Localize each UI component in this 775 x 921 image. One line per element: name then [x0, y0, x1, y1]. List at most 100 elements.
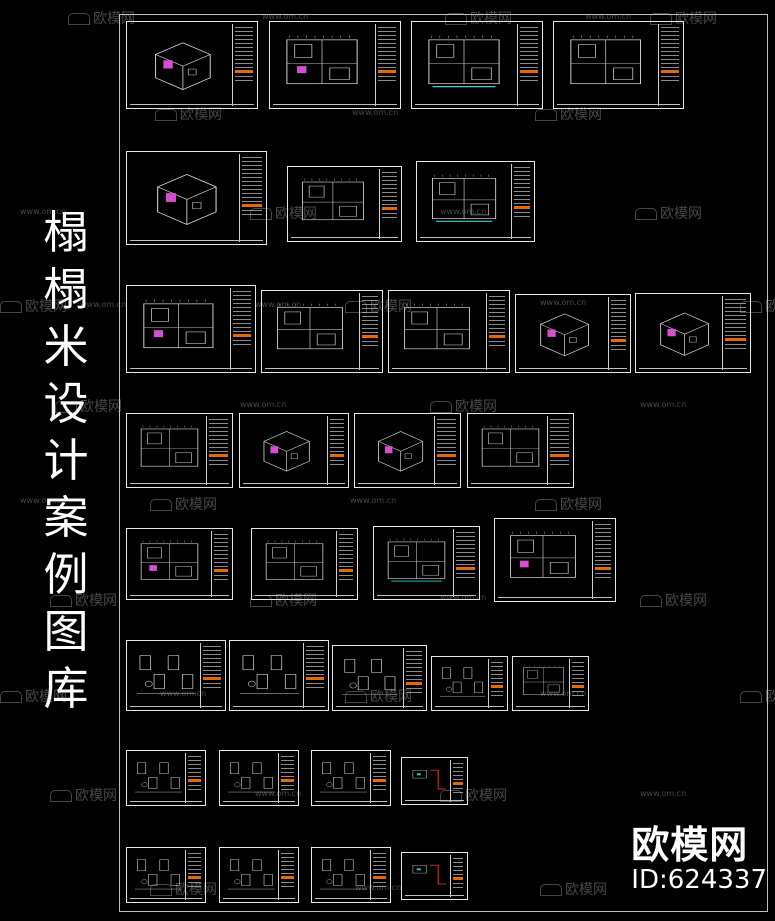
title-block: [433, 416, 458, 485]
plan-view: [227, 761, 275, 792]
drawing-sheet: [287, 166, 402, 242]
watermark-text: 欧模网: [765, 299, 775, 315]
watermark-url: www.om.cn: [255, 300, 302, 309]
watermark-text: 欧模网: [665, 593, 707, 609]
title-block: [358, 293, 380, 370]
title-char: 案: [43, 491, 89, 544]
drawing-sheet: [515, 294, 631, 373]
watermark-logo: 欧模网: [250, 203, 317, 223]
watermark-logo: 欧模网: [50, 785, 117, 805]
drawing-frame: [119, 14, 768, 912]
watermark-text: 欧模网: [370, 299, 412, 315]
watermark-logo: 欧模网: [650, 8, 717, 28]
title-char: 例: [43, 548, 89, 601]
couch-logo-icon: [150, 884, 172, 896]
watermark-url: www.om.cn: [20, 496, 67, 505]
title-block: [336, 531, 355, 597]
couch-logo-icon: [155, 109, 177, 121]
watermark-logo: 欧模网: [68, 8, 135, 28]
watermark-text: 欧模网: [470, 11, 512, 27]
sheet-border-line: [639, 368, 747, 369]
drawing-sheet: [401, 757, 468, 805]
plan-view: [510, 532, 576, 579]
title-block: [658, 24, 681, 106]
couch-logo-icon: [345, 301, 367, 313]
couch-logo-icon: [635, 208, 657, 220]
sheet-border-line: [223, 898, 295, 899]
title-char: 计: [43, 434, 89, 487]
watermark-text: 欧模网: [175, 497, 217, 513]
watermark-text: 欧模网: [180, 107, 222, 123]
sheet-border-line: [130, 368, 252, 369]
couch-logo-icon: [250, 595, 272, 607]
title-block: [230, 288, 253, 370]
watermark-url: www.om.cn: [80, 300, 127, 309]
plan-view: [428, 35, 500, 88]
watermark-text: 欧模网: [560, 497, 602, 513]
couch-logo-icon: [50, 790, 72, 802]
watermark-logo: 欧模网: [640, 590, 707, 610]
title-block: [205, 416, 230, 485]
watermark-url: www.om.cn: [585, 12, 632, 21]
isometric-view: [157, 173, 217, 225]
drawing-sheet: [311, 847, 391, 903]
title-block: [369, 753, 388, 803]
watermark-url: www.om.cn: [540, 689, 587, 698]
sheet-border-line: [130, 240, 263, 241]
couch-logo-icon: [68, 13, 90, 25]
sheet-border-line: [233, 706, 325, 707]
plan-view: [570, 35, 641, 85]
sheet-border-line: [516, 706, 585, 707]
sheet-border-line: [415, 104, 539, 105]
title-block: [239, 154, 264, 242]
drawing-sheet: [512, 656, 589, 711]
couch-logo-icon: [535, 109, 557, 121]
title-block: [516, 24, 540, 106]
couch-logo-icon: [445, 13, 467, 25]
watermark-logo: 欧模网: [740, 296, 775, 316]
drawing-sheet: [126, 750, 206, 806]
watermark-url: www.om.cn: [540, 298, 587, 307]
watermark-url: www.om.cn: [262, 12, 309, 21]
watermark-url: www.om.cn: [352, 108, 399, 117]
drawing-sheet: [269, 21, 401, 109]
title-char: 榻: [43, 206, 89, 259]
couch-logo-icon: [50, 595, 72, 607]
title-block: [277, 753, 296, 803]
watermark-logo: 欧模网: [535, 494, 602, 514]
title-block: [487, 659, 506, 708]
title-block: [378, 169, 399, 239]
plan-view: [277, 303, 343, 350]
title-char: 设: [43, 377, 89, 430]
sheet-border-line: [273, 104, 397, 105]
watermark-logo: 欧模网: [445, 8, 512, 28]
plan-view: [319, 761, 367, 792]
watermark-text: 欧模网: [660, 206, 702, 222]
title-block: [200, 643, 223, 708]
sheet-border-line: [130, 706, 222, 707]
couch-logo-icon: [650, 13, 672, 25]
sheet-border-line: [405, 800, 464, 801]
title-block: [211, 531, 230, 597]
sheet-border-line: [557, 104, 680, 105]
watermark-url: www.om.cn: [640, 789, 687, 798]
plan-view: [412, 865, 446, 885]
plan-view: [227, 858, 275, 889]
drawing-sheet: [388, 290, 510, 373]
watermark-text: 欧模网: [370, 689, 412, 705]
watermark-logo: 欧模网: [155, 104, 222, 124]
drawing-sheet: [411, 21, 543, 109]
couch-logo-icon: [640, 595, 662, 607]
title-block: [277, 850, 296, 900]
drawing-sheet: [126, 847, 206, 903]
plan-view: [265, 540, 323, 580]
watermark-logo: 欧模网: [535, 104, 602, 124]
title-block: [374, 24, 398, 106]
watermark-logo: 欧模网: [345, 296, 412, 316]
title-block: [231, 24, 255, 106]
drawing-sheet: [126, 285, 256, 373]
plan-view: [319, 858, 367, 889]
couch-logo-icon: [440, 790, 462, 802]
couch-logo-icon: [150, 499, 172, 511]
sheet-border-line: [471, 483, 570, 484]
